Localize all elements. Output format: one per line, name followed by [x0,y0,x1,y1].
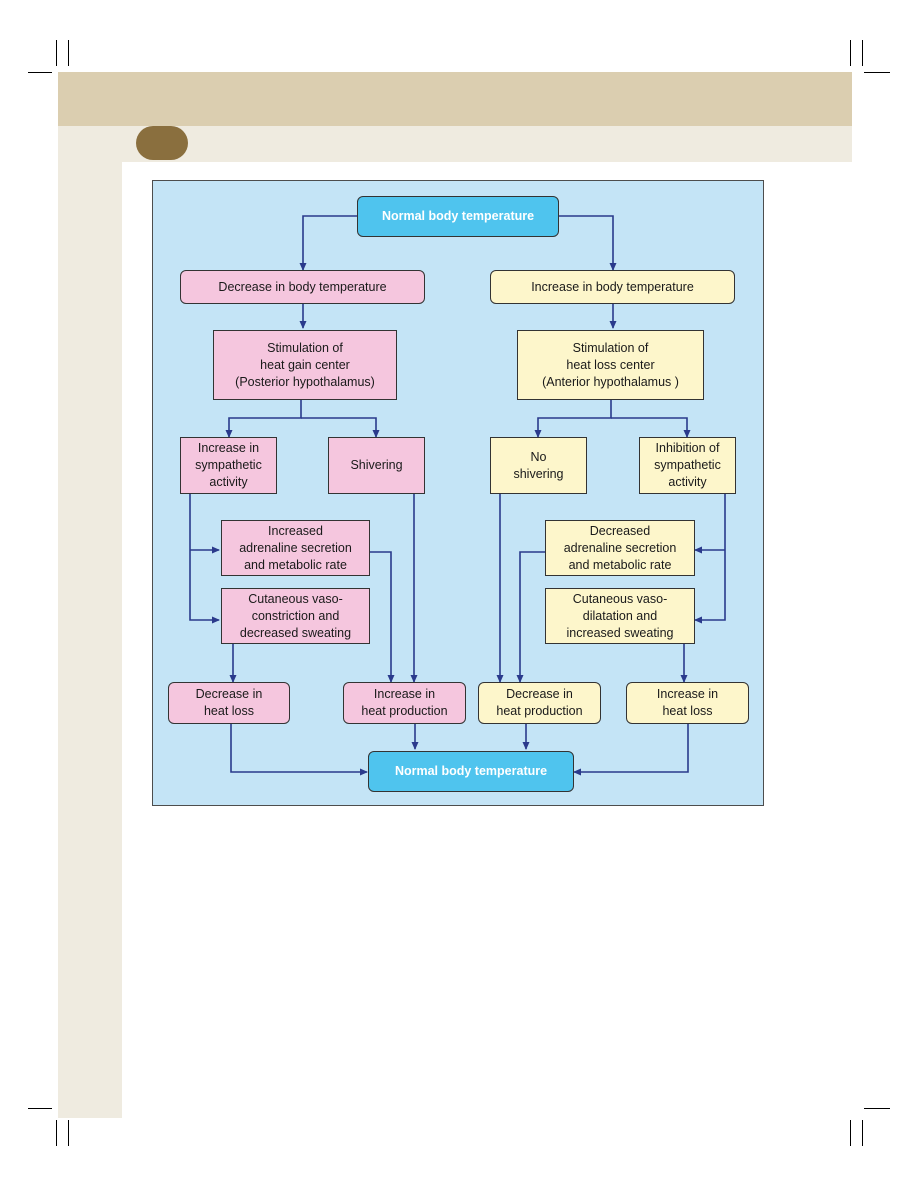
crop-mark [862,1120,863,1146]
vasoconstriction-node: Cutaneous vaso- constriction and decreas… [221,588,370,644]
chapter-tab [136,126,188,160]
connector [189,494,220,624]
page-header-band [58,72,852,126]
crop-mark [68,40,69,66]
crop-mark [56,1120,57,1146]
heat-gain-center-node: Stimulation of heat gain center (Posteri… [213,330,397,400]
increase-temperature-node: Increase in body temperature [490,270,735,304]
increase-heat-production-node: Increase in heat production [343,682,466,724]
shivering-node: Shivering [328,437,425,494]
connector [694,494,726,624]
inhibition-sympathetic-node: Inhibition of sympathetic activity [639,437,736,494]
increase-sympathetic-node: Increase in sympathetic activity [180,437,277,494]
connector [225,400,302,438]
connector [301,417,380,438]
connector [516,551,545,683]
connector-lines [189,215,726,776]
heat-loss-center-node: Stimulation of heat loss center (Anterio… [517,330,704,400]
crop-mark [862,40,863,66]
crop-mark [28,72,52,73]
increase-heat-loss-node: Increase in heat loss [626,682,749,724]
thermoregulation-flowchart: Normal body temperature Decrease in body… [152,180,764,806]
increased-adrenaline-node: Increased adrenaline secretion and metab… [221,520,370,576]
connector [370,551,395,683]
connector [573,724,689,776]
normal-temperature-start-node: Normal body temperature [357,196,559,237]
vasodilatation-node: Cutaneous vaso- dilatation and increased… [545,588,695,644]
decrease-heat-loss-node: Decrease in heat loss [168,682,290,724]
connector [230,724,368,776]
normal-temperature-end-node: Normal body temperature [368,751,574,792]
crop-mark [56,40,57,66]
crop-mark [850,40,851,66]
crop-mark [68,1120,69,1146]
connector [611,417,691,438]
decreased-adrenaline-node: Decreased adrenaline secretion and metab… [545,520,695,576]
decrease-temperature-node: Decrease in body temperature [180,270,425,304]
page-left-margin [58,162,122,1118]
crop-mark [864,1108,890,1109]
no-shivering-node: No shivering [490,437,587,494]
decrease-heat-production-node: Decrease in heat production [478,682,601,724]
crop-mark [850,1120,851,1146]
connector [559,215,617,271]
crop-mark [28,1108,52,1109]
page-subheader-band [58,126,852,162]
crop-mark [864,72,890,73]
connector [534,400,612,438]
connector [299,215,357,271]
